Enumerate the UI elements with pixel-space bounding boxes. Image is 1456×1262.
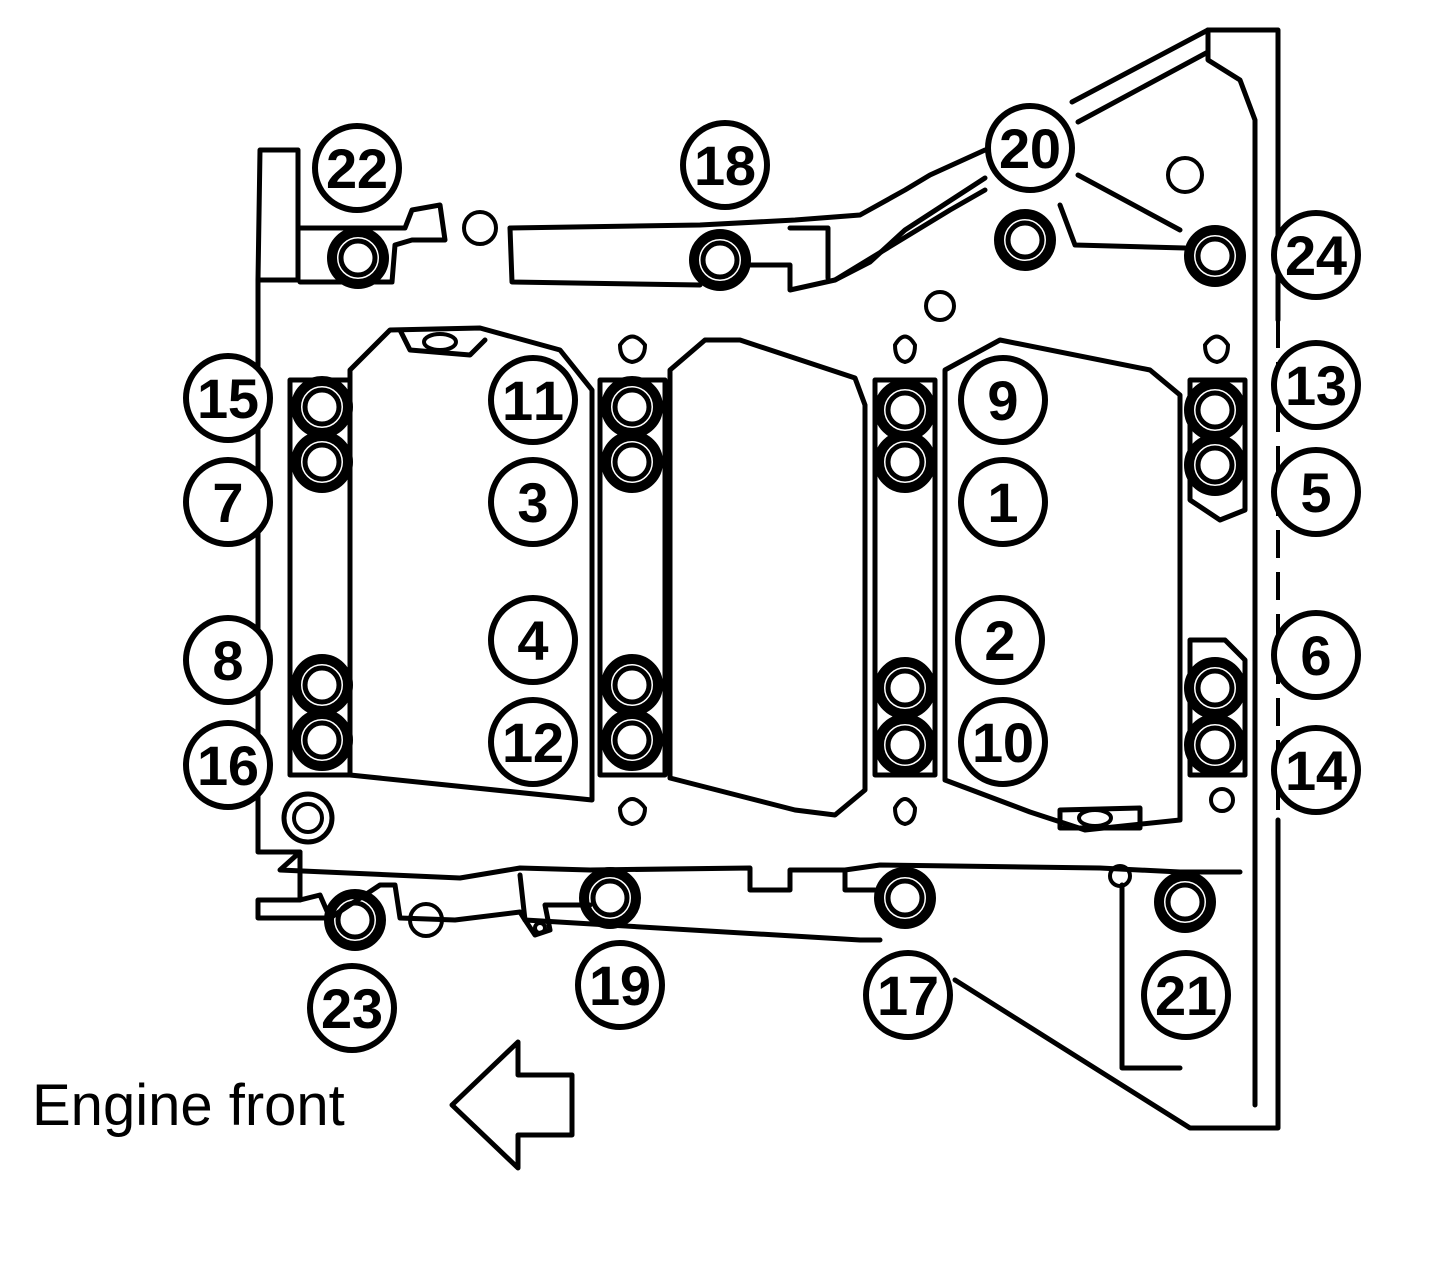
bolt-head: [601, 431, 663, 493]
bolt-number-badge: 7: [183, 457, 273, 547]
bolt-head: [874, 867, 936, 929]
bolt-number-badge: 14: [1271, 725, 1361, 815]
bolt-number-badge: 6: [1271, 610, 1361, 700]
bolt-number-badge: 9: [958, 355, 1048, 445]
bolt-number-badge: 13: [1271, 340, 1361, 430]
bolt-number-label: 17: [877, 964, 939, 1027]
bolt-number-badge: 21: [1141, 950, 1231, 1040]
bearing-openings: [287, 325, 1248, 833]
bolt-number-label: 12: [502, 711, 564, 774]
bolt-number-badge: 5: [1271, 447, 1361, 537]
bolt-number-label: 3: [517, 471, 548, 534]
bolt-number-label: 21: [1155, 964, 1217, 1027]
bolt-head: [874, 714, 936, 776]
engine-front-arrow-icon: [449, 1039, 575, 1171]
bolt-number-badge: 15: [183, 353, 273, 443]
bolt-head: [874, 657, 936, 719]
bolt-head: [689, 229, 751, 291]
bolt-number-badge: 22: [312, 123, 402, 213]
bolt-number-label: 16: [197, 734, 259, 797]
bolt-number-label: 8: [212, 629, 243, 692]
bolt-heads: [291, 209, 1246, 951]
bolt-number-badge: 16: [183, 720, 273, 810]
bolt-head: [1184, 714, 1246, 776]
bolt-number-label: 24: [1285, 224, 1347, 287]
bolt-number-badge: 19: [575, 940, 665, 1030]
bolt-number-label: 9: [987, 369, 1018, 432]
bolt-number-label: 23: [321, 977, 383, 1040]
bolt-head: [1184, 225, 1246, 287]
bottom-rail: [277, 791, 1243, 943]
bolt-head: [874, 431, 936, 493]
bolt-number-label: 14: [1285, 739, 1347, 802]
bolt-number-badge: 11: [488, 355, 578, 445]
bolt-head: [291, 376, 353, 438]
bolt-number-label: 5: [1300, 461, 1331, 524]
bolt-head: [1184, 379, 1246, 441]
engine-front-indicator: Engine front: [32, 1039, 575, 1171]
bolt-number-label: 15: [197, 367, 259, 430]
bolt-head: [601, 709, 663, 771]
bolt-number-label: 11: [502, 369, 564, 432]
bolt-head: [601, 654, 663, 716]
bolt-number-badge: 2: [955, 595, 1045, 685]
bolt-number-label: 20: [999, 117, 1061, 180]
bolt-head: [291, 709, 353, 771]
bolt-number-badge: 4: [488, 595, 578, 685]
bolt-number-label: 13: [1285, 354, 1347, 417]
bolt-head: [1184, 657, 1246, 719]
bolt-number-badge: 10: [958, 697, 1048, 787]
bolt-number-label: 7: [212, 471, 243, 534]
bolt-number-label: 6: [1300, 624, 1331, 687]
bolt-number-label: 18: [694, 134, 756, 197]
bolt-number-badge: 1: [958, 457, 1048, 547]
bolt-head: [291, 654, 353, 716]
bolt-number-badge: 8: [183, 615, 273, 705]
bolt-number-label: 4: [517, 609, 548, 672]
bolt-head: [1184, 434, 1246, 496]
bolt-number-badge: 3: [488, 457, 578, 547]
bolt-number-label: 22: [326, 137, 388, 200]
bolt-number-label: 2: [984, 609, 1015, 672]
bolt-head: [994, 209, 1056, 271]
bolt-number-badge: 12: [488, 697, 578, 787]
engine-front-label: Engine front: [32, 1073, 345, 1138]
bolt-number-label: 10: [972, 711, 1034, 774]
bolt-number-badge: 23: [307, 963, 397, 1053]
housing-outline: [255, 27, 1281, 1131]
bolt-head: [874, 379, 936, 441]
bolt-number-label: 19: [589, 954, 651, 1017]
bolt-number-label: 1: [987, 471, 1018, 534]
bolt-number-badge: 17: [863, 950, 953, 1040]
bolt-head: [601, 376, 663, 438]
bolt-number-badge: 18: [680, 120, 770, 210]
bolt-head: [327, 227, 389, 289]
bolt-head: [1154, 871, 1216, 933]
bolt-head: [579, 867, 641, 929]
bolt-head: [291, 431, 353, 493]
top-rail: [297, 147, 1204, 322]
bolt-number-badge: 20: [985, 103, 1075, 193]
bolt-number-badge: 24: [1271, 210, 1361, 300]
bolt-head: [324, 889, 386, 951]
